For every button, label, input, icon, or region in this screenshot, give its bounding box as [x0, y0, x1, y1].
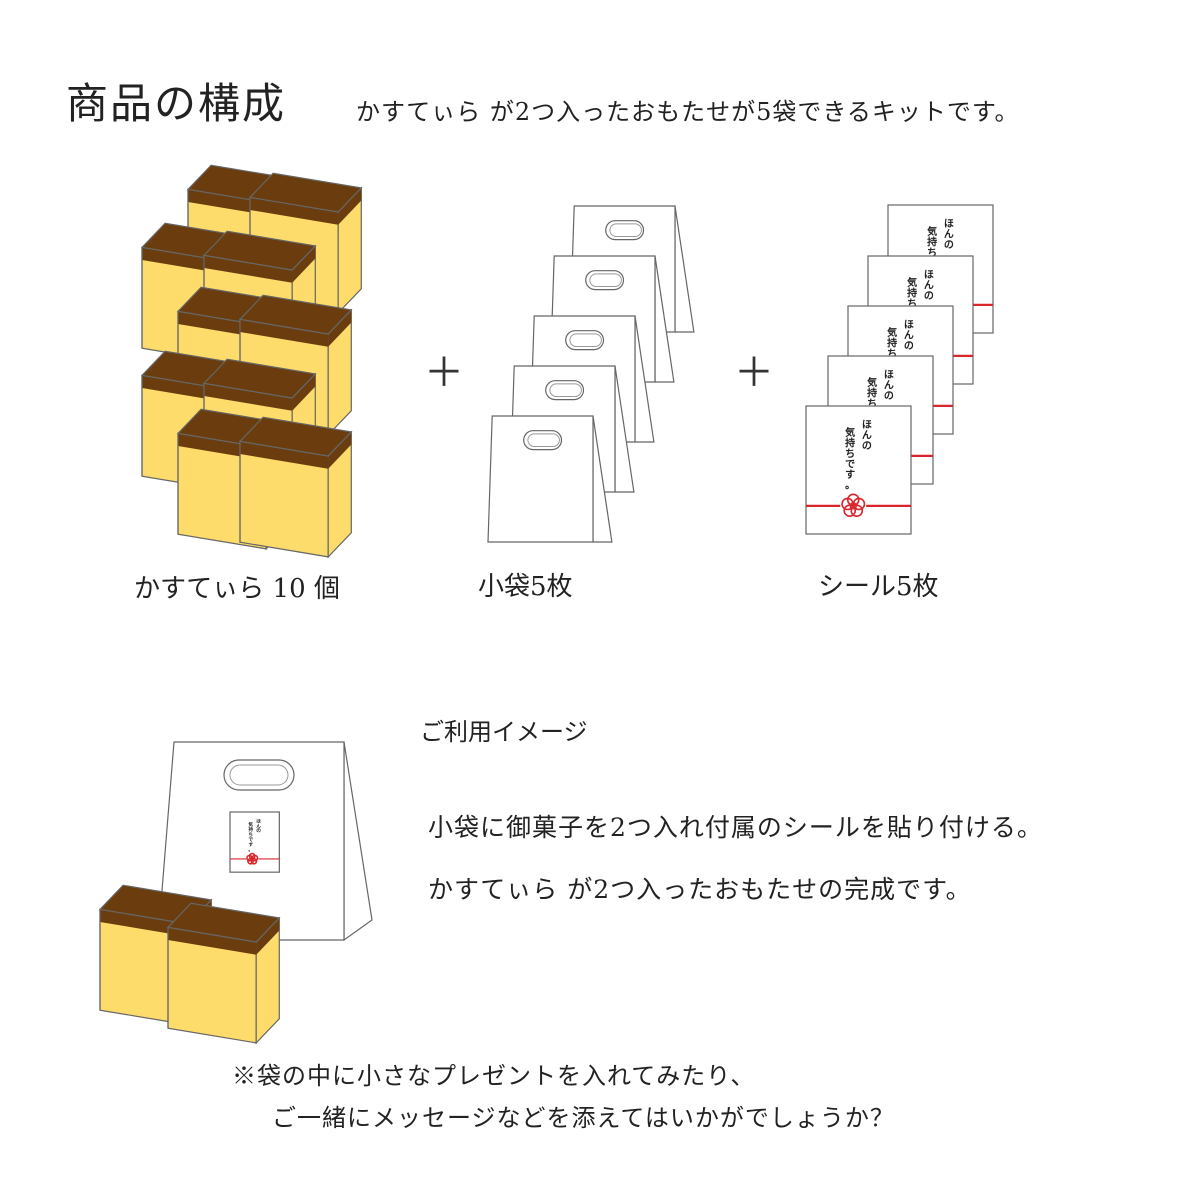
svg-text:ほ: ほ — [924, 269, 934, 281]
svg-text:持: 持 — [867, 387, 877, 400]
svg-text:持: 持 — [248, 826, 253, 833]
svg-text:ち: ち — [248, 831, 253, 838]
svg-text:。: 。 — [845, 481, 855, 492]
svg-text:ん: ん — [944, 229, 954, 241]
svg-text:。: 。 — [248, 848, 253, 853]
bag-handle-icon — [545, 380, 585, 401]
svg-text:す: す — [845, 469, 855, 481]
svg-text:気: 気 — [906, 276, 917, 289]
mizuhiki-knot-icon — [840, 492, 867, 519]
svg-text:ち: ち — [887, 348, 897, 360]
castella-icon — [238, 416, 353, 559]
svg-text:す: す — [248, 841, 253, 848]
bag-handle-icon — [585, 270, 625, 291]
svg-text:ほ: ほ — [862, 419, 872, 431]
mizuhiki-knot-icon — [246, 852, 259, 866]
svg-text:ほ: ほ — [256, 818, 261, 824]
svg-text:気: 気 — [886, 326, 897, 339]
bag-count-label: 小袋5枚 — [478, 572, 573, 602]
svg-text:ん: ん — [884, 380, 894, 392]
svg-text:気: 気 — [926, 225, 937, 238]
svg-text:ち: ち — [927, 247, 937, 259]
castella-count-label: かすてぃら 10 個 — [134, 574, 340, 604]
svg-text:ち: ち — [907, 298, 917, 310]
svg-text:で: で — [845, 459, 855, 471]
svg-text:持: 持 — [907, 287, 917, 300]
page-subtitle: かすてぃら が2つ入ったおもたせが5袋できるキットです。 — [356, 98, 1020, 126]
bag-handle-icon — [223, 759, 295, 791]
castella-icon — [166, 902, 281, 1045]
page-title: 商品の構成 — [66, 79, 287, 128]
svg-text:の: の — [904, 341, 914, 352]
plus-sign: ＋ — [424, 350, 464, 396]
svg-text:ん: ん — [924, 280, 934, 292]
svg-text:気: 気 — [844, 426, 855, 439]
svg-text:気: 気 — [248, 821, 253, 828]
svg-text:ん: ん — [862, 430, 872, 442]
note-line-1: ※袋の中に小さなプレゼントを入れてみたり、 — [232, 1062, 756, 1090]
svg-text:ち: ち — [867, 398, 877, 410]
svg-text:ん: ん — [256, 822, 261, 829]
usage-result-text: かすてぃら が2つ入ったおもたせの完成です。 — [428, 875, 972, 904]
svg-text:の: の — [862, 441, 872, 452]
usage-step-text: 小袋に御菓子を2つ入れ付属のシールを貼り付ける。 — [428, 813, 1043, 842]
svg-text:ほ: ほ — [884, 369, 894, 381]
svg-text:ほ: ほ — [944, 218, 954, 230]
svg-text:の: の — [944, 240, 954, 251]
sticker-count-label: シール5枚 — [818, 572, 939, 602]
svg-text:持: 持 — [887, 337, 897, 350]
svg-text:ほ: ほ — [904, 319, 914, 331]
plus-sign: ＋ — [734, 350, 774, 396]
svg-text:の: の — [884, 391, 894, 402]
paper-bag-icon — [487, 415, 613, 543]
svg-text:持: 持 — [927, 236, 937, 249]
svg-text:で: で — [248, 837, 253, 843]
bag-handle-icon — [523, 430, 563, 451]
usage-heading: ご利用イメージ — [420, 718, 588, 746]
note-line-2: ご一緒にメッセージなどを添えてはいかがでしょうか？ — [272, 1104, 895, 1132]
bag-handle-icon — [605, 220, 645, 241]
bag-handle-icon — [565, 330, 605, 351]
svg-text:の: の — [924, 291, 934, 302]
svg-text:の: の — [256, 828, 261, 834]
svg-text:ち: ち — [845, 448, 855, 460]
svg-text:持: 持 — [845, 437, 855, 450]
svg-text:ん: ん — [904, 330, 914, 342]
svg-text:気: 気 — [866, 376, 877, 389]
